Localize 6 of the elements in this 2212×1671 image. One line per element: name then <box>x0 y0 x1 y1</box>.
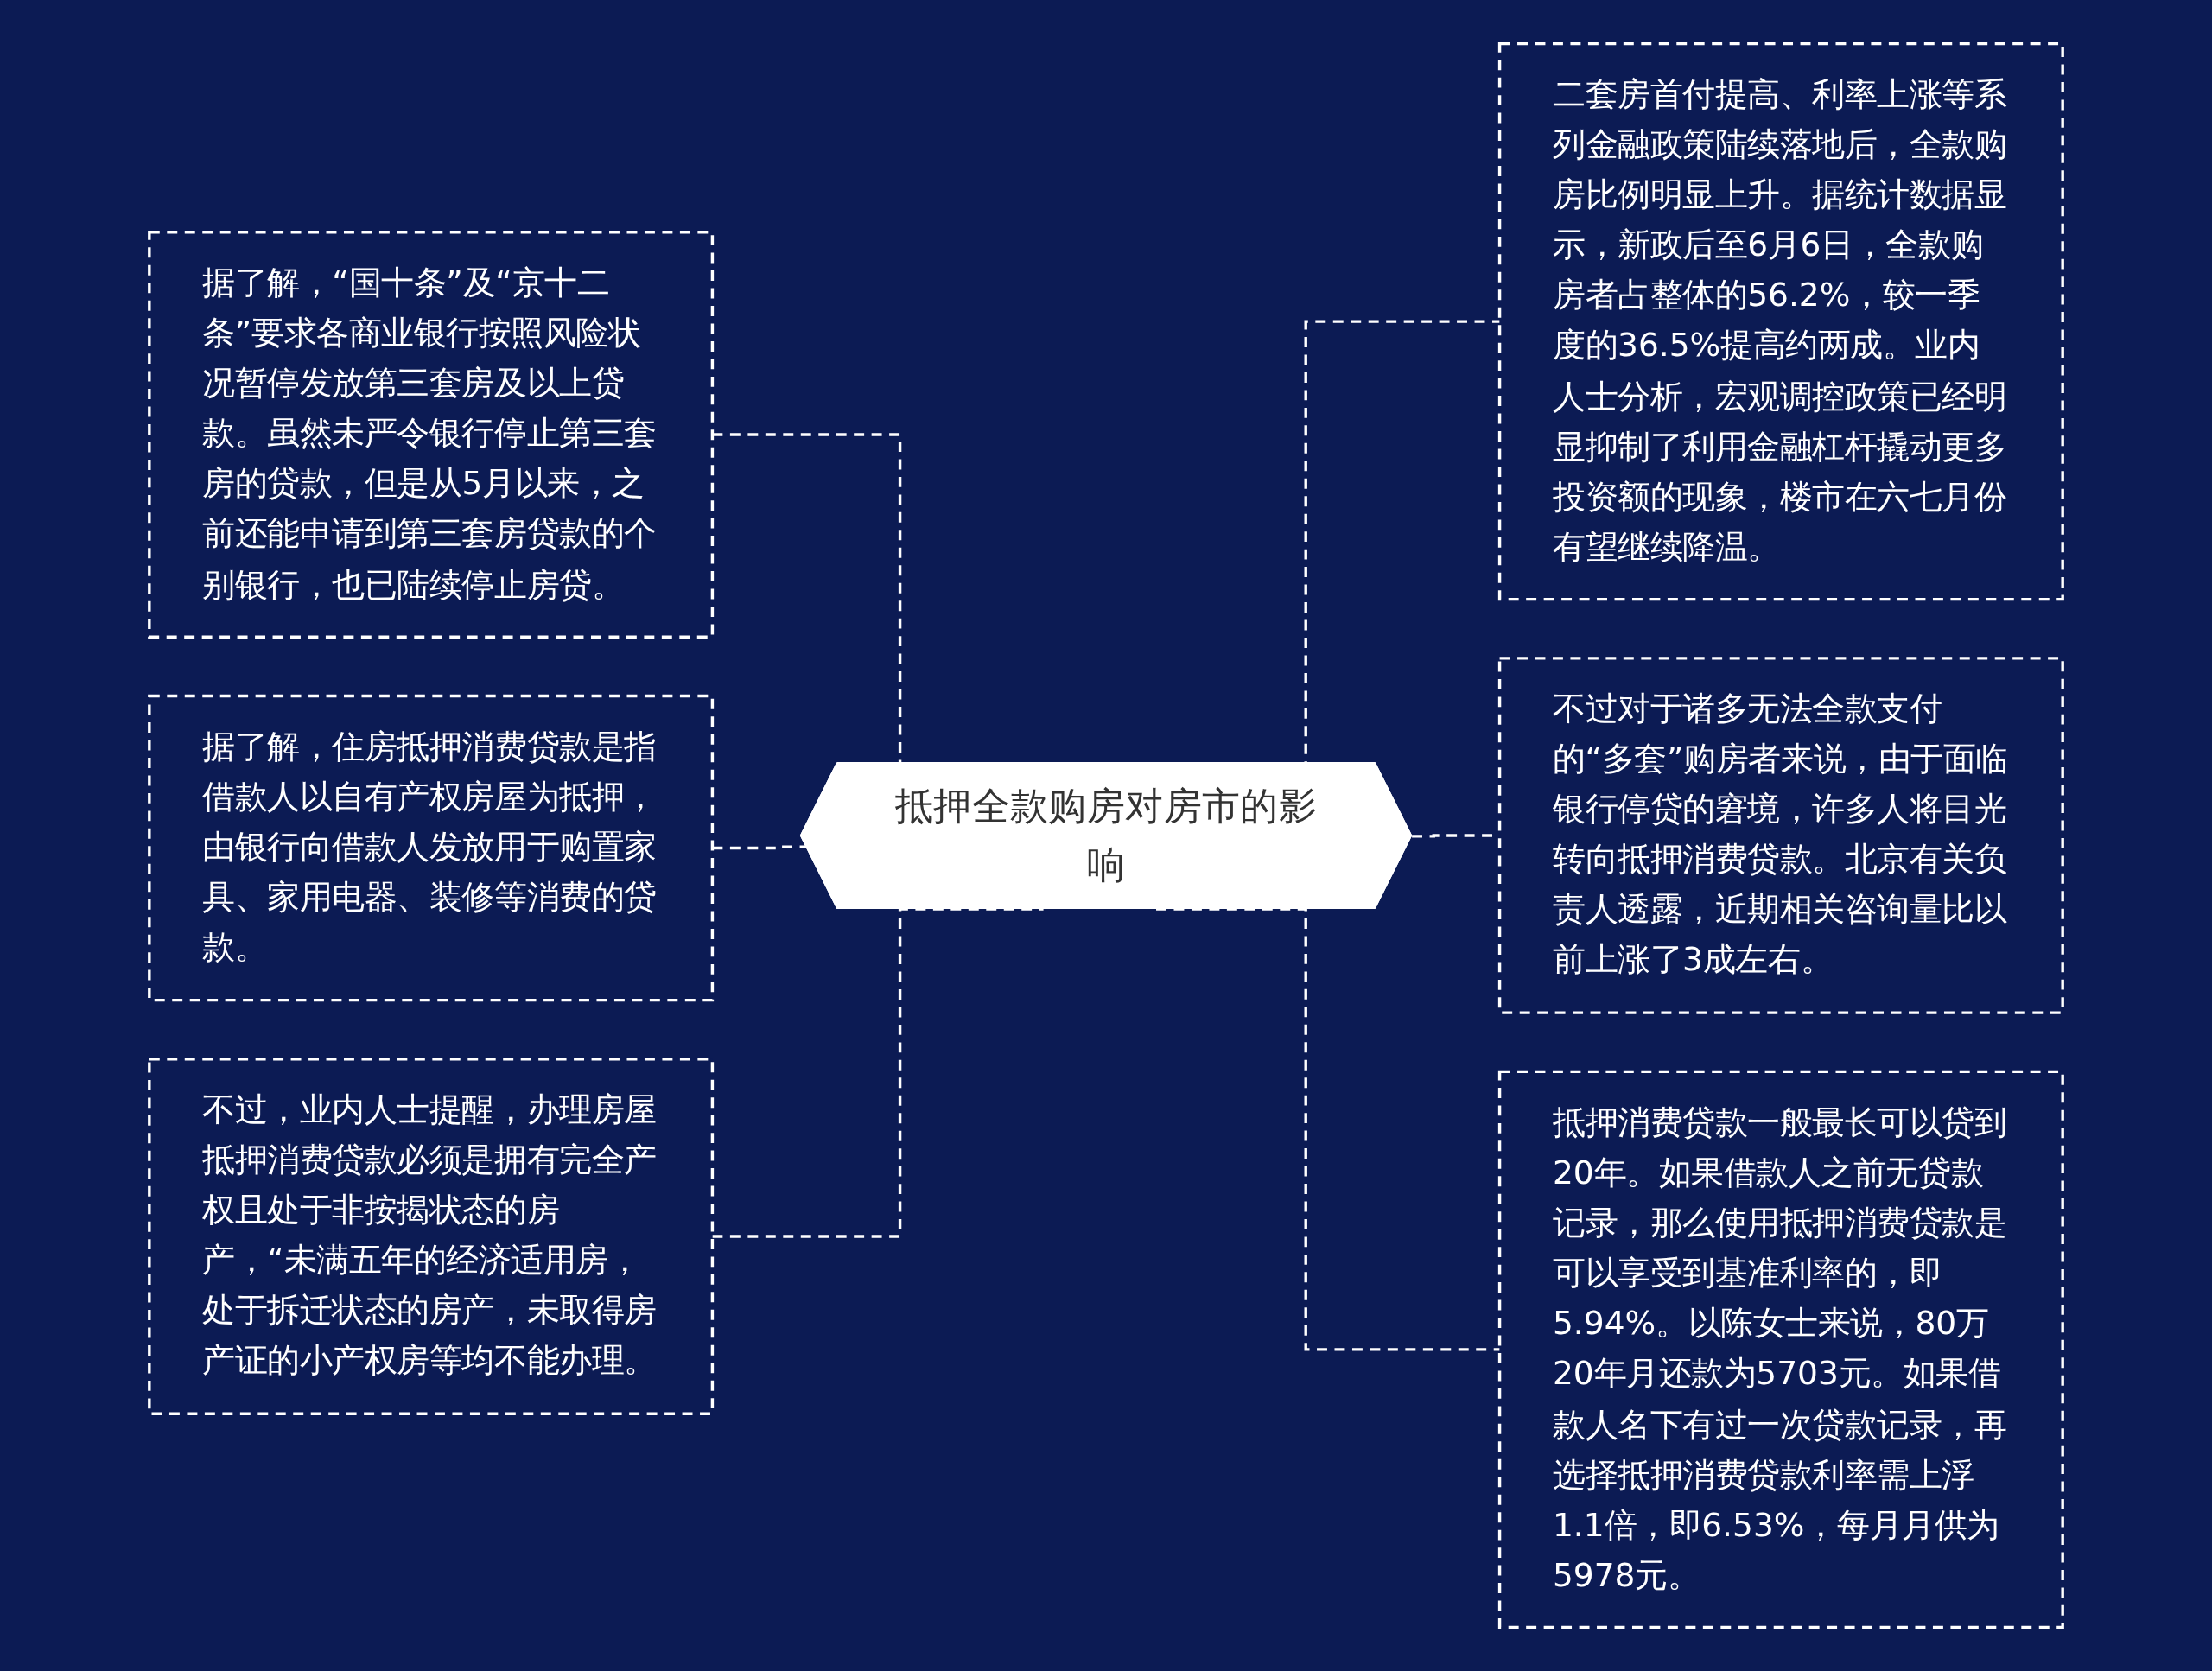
node-box: 不过，业内人士提醒，办理房屋抵押消费贷款必须是拥有完全产权且处于非按揭状态的房产，“未满五年的经济适用房，处于拆迁状态的房产，未取得房产证的小产权房等均不能办理。 <box>148 1058 715 1415</box>
node-box: 据了解，住房抵押消费贷款是指借款人以自有产权房屋为抵押，由银行向借款人发放用于购置家具、家用电器、装修等消费的贷款。 <box>148 694 715 1002</box>
node-box: 抵押消费贷款一般最长可以贷到20年。如果借款人之前无贷款记录，那么使用抵押消费贷款是可以享受到基准利率的，即5.94%。以陈女士来说，80万20年月还款为5703元。如果借款人名下有过一次贷款记录，再选择抵押消费贷款利率需上浮1.1倍，即6.53%，每月月供为5978元。 <box>1497 1070 2064 1630</box>
node-box: 二套房首付提高、利率上涨等系列金融政策陆续落地后，全款购房比例明显上升。据统计数据显示，新政后至6月6日，全款购房者占整体的56.2%，较一季度的36.5%提高约两成。业内人士分析，宏观调控政策已经明显抑制了利用金融杠杆撬动更多投资额的现象，楼市在六七月份有望继续降温。 <box>1497 41 2064 601</box>
node-box: 不过对于诸多无法全款支付的“多套”购房者来说，由于面临银行停贷的窘境，许多人将目光转向抵押消费贷款。北京有关负责人透露，近期相关咨询量比以前上涨了3成左右。 <box>1497 657 2064 1014</box>
node-box: 据了解，“国十条”及“京十二条”要求各商业银行按照风险状况暂停发放第三套房及以上贷款。虽然未严令银行停止第三套房的贷款，但是从5月以来，之前还能申请到第三套房贷款的个别银行，也已陆续停止房贷。 <box>148 231 715 639</box>
